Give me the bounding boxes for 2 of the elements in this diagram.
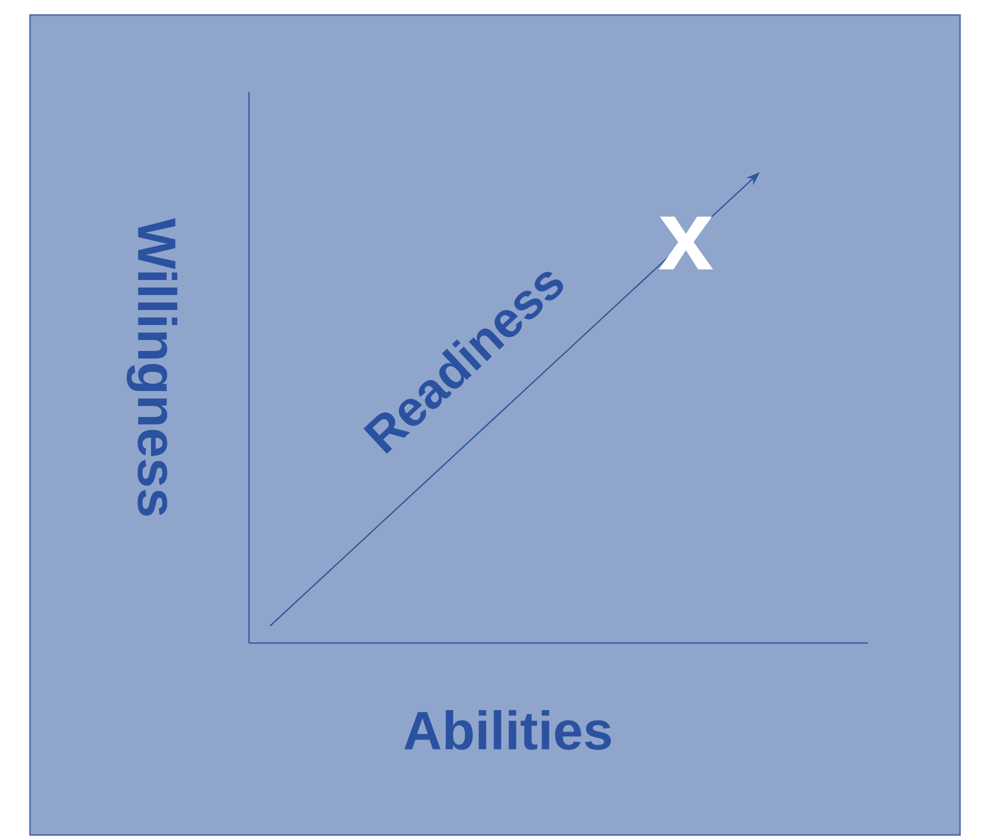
axis-label: Abilities	[404, 710, 611, 750]
axis-label: Willingness	[126, 218, 178, 516]
